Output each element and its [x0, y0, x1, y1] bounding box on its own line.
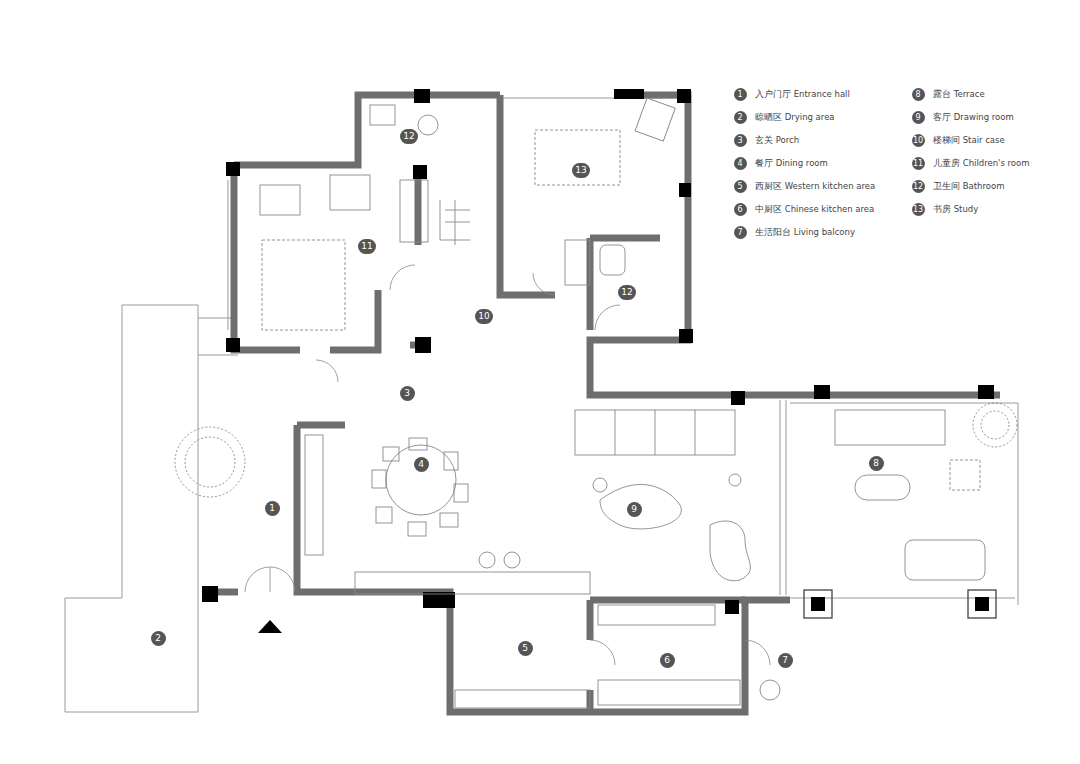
legend-number: 7	[734, 226, 747, 239]
legend-text: 儿童房 Children's room	[933, 157, 1030, 169]
legend-text: 入户门厅 Entrance hall	[755, 88, 850, 100]
callout-number: 13	[575, 165, 586, 175]
door-swings	[245, 265, 770, 665]
callout-number: 2	[155, 633, 161, 643]
thin-outlines	[65, 98, 1018, 712]
callout-number: 4	[418, 459, 424, 469]
legend-number: 3	[734, 134, 747, 147]
legend-number: 9	[912, 111, 925, 124]
callout-circle: 4	[414, 457, 429, 472]
legend-number: 4	[734, 157, 747, 170]
callout-number: 12	[621, 287, 632, 297]
legend-text: 晾晒区 Drying area	[755, 111, 835, 123]
callout-circle: 6	[660, 653, 675, 668]
callout-number: 6	[664, 655, 670, 665]
columns	[202, 89, 994, 614]
legend-number: 8	[912, 88, 925, 101]
walls	[205, 95, 1000, 712]
pillar-squares	[804, 590, 996, 618]
legend-text: 生活阳台 Living balcony	[755, 226, 855, 238]
callout-circle: 1	[265, 501, 280, 516]
callout-circle: 7	[778, 653, 793, 668]
legend-text: 玄关 Porch	[755, 134, 799, 146]
callout-circle: 3	[400, 386, 415, 401]
legend-text: 书房 Study	[933, 203, 978, 215]
legend-text: 楼梯间 Stair case	[933, 134, 1005, 146]
callout-number: 5	[522, 643, 528, 653]
legend-text: 中厨区 Chinese kitchen area	[755, 203, 874, 215]
callout-circle: 8	[869, 456, 884, 471]
legend-number: 6	[734, 203, 747, 216]
entry-arrow	[258, 620, 282, 633]
legend-number: 2	[734, 111, 747, 124]
callout-circle: 12	[400, 129, 417, 144]
furniture	[260, 98, 985, 708]
callout-circle: 2	[151, 631, 166, 646]
pillar-cores	[811, 597, 989, 611]
callout-number: 11	[361, 241, 372, 251]
callout-circle: 10	[475, 309, 492, 324]
legend-number: 1	[734, 88, 747, 101]
legend-text: 露台 Terrace	[933, 88, 985, 100]
callout-circle: 11	[358, 239, 375, 254]
callout-number: 9	[631, 504, 637, 514]
callout-number: 3	[404, 388, 410, 398]
legend-text: 西厨区 Western kitchen area	[755, 180, 875, 192]
legend-number: 10	[912, 134, 925, 147]
legend-number: 5	[734, 180, 747, 193]
callout-circle: 9	[627, 502, 642, 517]
legend-number: 11	[912, 157, 925, 170]
callout-circle: 12	[618, 285, 635, 300]
legend-text: 餐厅 Dining room	[755, 157, 828, 169]
callout-number: 8	[873, 458, 879, 468]
trees	[175, 403, 1017, 497]
legend-text: 客厅 Drawing room	[933, 111, 1014, 123]
legend-number: 13	[912, 203, 925, 216]
legend-text: 卫生间 Bathroom	[933, 180, 1004, 192]
callout-number: 7	[782, 655, 788, 665]
legend-number: 12	[912, 180, 925, 193]
callout-circle: 5	[518, 641, 533, 656]
callout-circle: 13	[572, 163, 589, 178]
callout-number: 10	[478, 311, 489, 321]
callout-number: 12	[403, 131, 414, 141]
callout-number: 1	[269, 503, 275, 513]
